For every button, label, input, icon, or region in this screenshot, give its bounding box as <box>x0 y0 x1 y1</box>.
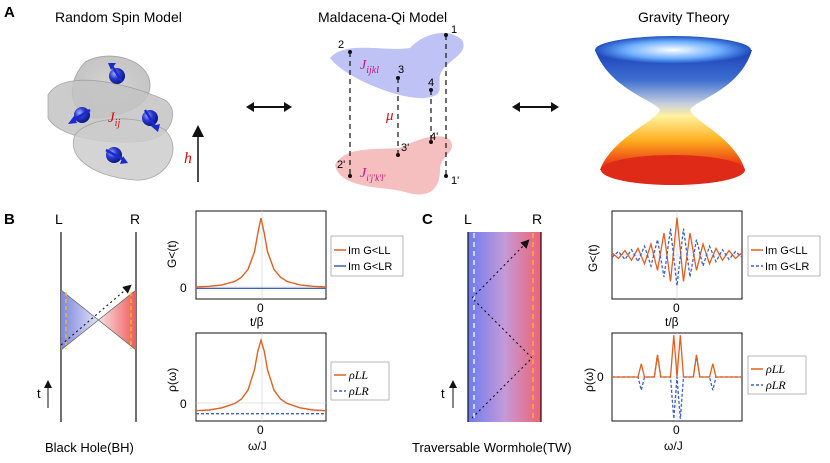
plot-b-top-ytick: 0 <box>180 281 187 295</box>
plot-c-bottom-xtick: 0 <box>673 423 680 437</box>
bh-penrose-diagram <box>60 232 137 422</box>
double-arrow-right <box>512 102 559 112</box>
plot-b-bottom-xlabel: ω/J <box>248 439 267 453</box>
mq-top-sheet <box>330 33 464 99</box>
svg-text:4': 4' <box>430 131 438 143</box>
plot-b-bottom-legend <box>330 361 390 401</box>
plot-c-top-ylabel: G<(t) <box>586 244 600 272</box>
svg-text:1: 1 <box>451 24 457 36</box>
mq-top-coupling: Jijkl <box>360 58 379 76</box>
tw-L-label: L <box>464 211 472 227</box>
bh-time-label: t <box>37 386 41 401</box>
spin-model-illustration <box>47 55 174 181</box>
plot-b-top: 0 0 t/β G<(t) Im G<LL Im G<LR <box>165 210 404 329</box>
bh-L-label: L <box>55 211 63 227</box>
plot-b-bottom-series-ll <box>195 337 327 412</box>
plot-c-top-xtick: 0 <box>673 301 680 315</box>
tw-penrose-diagram <box>467 232 542 422</box>
panel-b-label: B <box>4 211 15 228</box>
mq-points <box>348 33 448 178</box>
mq-model-title: Maldacena-Qi Model <box>318 9 447 25</box>
legend-c-bottom-ll: ρLL <box>765 362 785 376</box>
svg-text:2: 2 <box>338 39 344 51</box>
legend-b-top-ll: Im G<LL <box>348 245 391 257</box>
spin-3 <box>142 109 160 132</box>
legend-c-top-lr: Im G<LR <box>765 261 809 273</box>
legend-c-top-ll: Im G<LL <box>765 245 808 257</box>
plot-c-bottom-legend <box>747 355 807 395</box>
tw-R-label: R <box>532 211 542 227</box>
plot-c-top-xlabel: t/β <box>665 315 679 329</box>
svg-text:4: 4 <box>428 77 434 89</box>
spin-2 <box>68 107 91 124</box>
plot-c-top-legend <box>747 235 821 277</box>
plot-c-bottom-xlabel: ω/J <box>664 439 683 453</box>
gravity-title: Gravity Theory <box>638 9 730 25</box>
mq-point-labels: 1 2 3 4 1' 2' 3' 4' <box>337 24 459 187</box>
tw-time-label: t <box>441 386 445 401</box>
legend-b-bottom-lr: ρLR <box>348 384 369 398</box>
plot-c-bottom-series-ll <box>612 335 742 378</box>
mq-bottom-coupling: Ji'j'k'l' <box>360 166 386 183</box>
plot-b-bottom-xtick: 0 <box>257 423 264 437</box>
plot-b-top-xtick: 0 <box>257 301 264 315</box>
plot-c-bottom-ylabel: ρ(ω) <box>582 368 596 392</box>
plot-b-top-legend <box>330 235 404 277</box>
plot-c-bottom: 0 0 ω/J ρ(ω) ρLL ρLR <box>582 332 807 453</box>
svg-text:3: 3 <box>398 64 404 76</box>
svg-text:3': 3' <box>401 142 409 154</box>
svg-text:1': 1' <box>451 175 459 187</box>
plot-b-top-series-ll <box>195 217 327 288</box>
spin-4 <box>105 147 128 164</box>
plot-b-top-xlabel: t/β <box>250 315 264 329</box>
mq-dashed-links <box>349 35 447 176</box>
legend-b-top-lr: Im G<LR <box>348 261 392 273</box>
tw-caption: Traversable Wormhole(TW) <box>412 440 572 455</box>
spin-model-title: Random Spin Model <box>55 9 182 25</box>
plot-b-top-ylabel: G<(t) <box>165 240 179 268</box>
plot-c-top: 0 t/β G<(t) Im G<LL Im G<LR <box>586 210 821 329</box>
legend-b-bottom-ll: ρLL <box>348 368 368 382</box>
svg-text:2': 2' <box>337 159 345 171</box>
bh-caption: Black Hole(BH) <box>45 440 134 455</box>
plot-c-top-series-lr <box>611 228 743 286</box>
mq-bottom-sheet <box>335 136 453 195</box>
panel-c-label: C <box>422 211 433 228</box>
double-arrow-left <box>246 102 292 112</box>
plot-b-bottom-ylabel: ρ(ω) <box>165 368 179 392</box>
spin-1 <box>108 63 125 84</box>
legend-c-bottom-lr: ρLR <box>765 378 786 392</box>
panel-a-label: A <box>4 4 15 21</box>
plot-c-top-series-ll <box>611 217 743 282</box>
plot-c-bottom-ytick: 0 <box>597 370 604 384</box>
mq-mu-label: μ <box>385 108 394 124</box>
spin-coupling-label: Jij <box>108 110 120 129</box>
bh-R-label: R <box>130 211 140 227</box>
field-label: h <box>184 150 192 167</box>
plot-b-top-frame <box>195 210 327 300</box>
wormhole-surface <box>595 36 752 185</box>
plot-b-bottom: 0 0 ω/J ρ(ω) ρLL ρLR <box>165 332 390 453</box>
plot-b-bottom-frame <box>195 332 327 422</box>
plot-b-bottom-ytick: 0 <box>180 397 187 411</box>
